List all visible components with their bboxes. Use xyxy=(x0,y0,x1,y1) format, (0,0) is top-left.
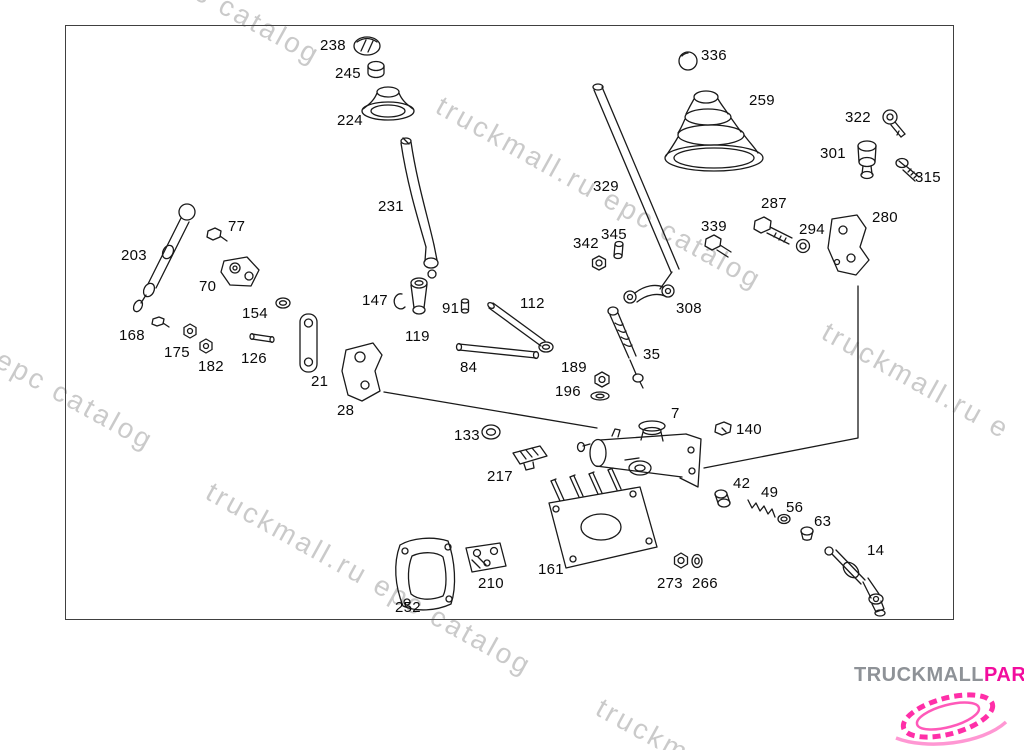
part-label-175: 175 xyxy=(164,344,190,361)
logo-suffix: PARTS xyxy=(984,664,1024,686)
logo-brand: TRUCKMALL xyxy=(854,664,985,686)
part-label-70: 70 xyxy=(199,278,217,295)
part-label-287: 287 xyxy=(761,195,787,212)
part-label-154: 154 xyxy=(242,305,268,322)
part-label-7: 7 xyxy=(671,405,680,422)
part-label-294: 294 xyxy=(799,221,825,238)
part-label-49: 49 xyxy=(761,484,779,501)
part-label-21: 21 xyxy=(311,373,329,390)
part-label-266: 266 xyxy=(692,575,718,592)
part-label-35: 35 xyxy=(643,346,661,363)
part-label-112: 112 xyxy=(520,295,545,312)
truckmall-logo: TRUCKMALLPARTS xyxy=(838,660,1024,750)
part-label-84: 84 xyxy=(460,359,478,376)
part-label-196: 196 xyxy=(555,383,581,400)
part-label-14: 14 xyxy=(867,542,885,559)
part-label-63: 63 xyxy=(814,513,832,530)
part-label-210: 210 xyxy=(478,575,504,592)
part-label-77: 77 xyxy=(228,218,246,235)
part-label-91: 91 xyxy=(442,300,460,317)
part-label-133: 133 xyxy=(454,427,480,444)
part-label-182: 182 xyxy=(198,358,224,375)
part-label-119: 119 xyxy=(405,328,430,345)
part-label-203: 203 xyxy=(121,247,147,264)
diagram-border xyxy=(65,25,954,620)
part-label-42: 42 xyxy=(733,475,751,492)
part-label-126: 126 xyxy=(241,350,267,367)
part-label-345: 345 xyxy=(601,226,627,243)
part-label-308: 308 xyxy=(676,300,702,317)
truckmall-gear-icon xyxy=(895,692,1008,746)
part-label-259: 259 xyxy=(749,92,775,109)
part-label-245: 245 xyxy=(335,65,361,82)
part-label-322: 322 xyxy=(845,109,871,126)
part-label-238: 238 xyxy=(320,37,346,54)
part-label-28: 28 xyxy=(337,402,355,419)
part-label-217: 217 xyxy=(487,468,513,485)
part-label-301: 301 xyxy=(820,145,846,162)
logo-text: TRUCKMALLPARTS xyxy=(854,664,1024,687)
part-label-231: 231 xyxy=(378,198,404,215)
part-label-336: 336 xyxy=(701,47,727,64)
part-label-168: 168 xyxy=(119,327,145,344)
part-label-140: 140 xyxy=(736,421,762,438)
part-label-273: 273 xyxy=(657,575,683,592)
part-label-280: 280 xyxy=(872,209,898,226)
part-label-339: 339 xyxy=(701,218,727,235)
part-label-252: 252 xyxy=(395,599,421,616)
part-label-224: 224 xyxy=(337,112,363,129)
part-label-342: 342 xyxy=(573,235,599,252)
part-label-147: 147 xyxy=(362,292,388,309)
part-label-315: 315 xyxy=(915,169,941,186)
part-label-329: 329 xyxy=(593,178,619,195)
part-label-161: 161 xyxy=(538,561,564,578)
part-label-189: 189 xyxy=(561,359,587,376)
part-label-56: 56 xyxy=(786,499,804,516)
